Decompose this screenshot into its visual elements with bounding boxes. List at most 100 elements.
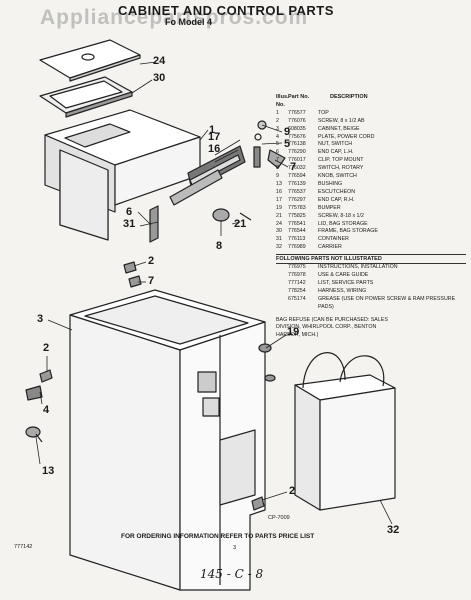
legend-part-no: 776017 [288,157,306,164]
legend-row: 30 776544 FRAME, BAG STORAGE [276,228,466,236]
legend-description: END CAP, L.H. [318,149,354,156]
legend-illus-no: 1 [276,109,279,116]
legend-illus-no: 8 [276,165,279,172]
legend-part-no: 776989 [288,244,306,251]
legend-header-part: Part No. [288,94,310,100]
legend-part-no: 775783 [288,204,306,211]
legend-description: GREASE (USE ON POWER SCREW & RAM PRESSUR… [318,295,456,310]
legend-part-no: 776541 [288,220,306,227]
legend-description: SCREW, 8-18 x 1/2 [318,212,364,219]
callout-30: 30 [153,72,166,84]
page-subtitle: Fo Model 4 [165,17,212,27]
not-illustrated-row: 776978 USE & CARE GUIDE [276,272,466,280]
legend-description: FRAME, BAG STORAGE [318,228,378,235]
legend-part-no: 776537 [288,188,306,195]
legend-header: Illus. No. Part No. DESCRIPTION [276,94,466,110]
legend-description: BUSHING [318,180,343,187]
legend-illus-no: 17 [276,196,282,203]
bag-storage-frame-drawing [39,76,133,118]
callout-7-lower: 7 [148,275,155,287]
legend-illus-no: 13 [276,180,282,187]
legend-description: INSTRUCTIONS, INSTALLATION [318,264,398,271]
not-illustrated-row: 777142 LIST, SERVICE PARTS [276,280,466,288]
not-illustrated-rows: 776975 INSTRUCTIONS, INSTALLATION 776978 US… [276,264,466,311]
callout-2-left: 2 [43,342,50,354]
carrier-bag-drawing [294,352,396,511]
legend-part-no: 776297 [288,196,306,203]
callout-6: 6 [126,206,133,218]
legend-illus-no: 4 [276,133,279,140]
legend-spacer [276,296,288,312]
legend-part-no: 776975 [288,264,306,271]
legend-illus-no: 2 [276,117,279,124]
legend-part-no: 776594 [288,173,306,180]
legend-row: 13 776139 BUSHING [276,181,466,189]
legend-description: LID, BAG STORAGE [318,220,368,227]
legend-part-no: 776978 [288,272,306,279]
legend-row: 17 776297 END CAP, R.H. [276,197,466,205]
cp-code: CP-7009 [268,515,290,521]
bumper-drawing [258,343,276,382]
legend-description: CONTAINER [318,236,349,243]
legend-part-no: 776577 [288,109,306,116]
page-title: CABINET AND CONTROL PARTS [118,3,334,18]
legend-description: CARRIER [318,244,342,251]
legend-part-no: 776138 [288,141,306,148]
legend-part-no: 776139 [288,180,306,187]
callout-7: 7 [290,161,297,173]
legend-description: CLIP, TOP MOUNT [318,157,364,164]
not-illustrated-header: FOLLOWING PARTS NOT ILLUSTRATED [276,254,466,265]
callout-8: 8 [216,240,223,252]
legend-part-no: 776113 [288,236,306,243]
legend-part-no: 776544 [288,228,306,235]
legend-illus-no: 6 [276,149,279,156]
legend-illus-no: 30 [276,228,282,235]
legend-description: END CAP, R.H. [318,196,355,203]
callout-32: 32 [387,524,400,536]
legend-illus-no: 7 [276,157,279,164]
callout-9: 9 [284,126,291,138]
legend-row: 24 776541 LID, BAG STORAGE [276,221,466,229]
callout-5: 5 [284,138,291,150]
leader-lines [35,61,393,525]
callout-24: 24 [153,55,166,67]
legend-description: NUT, SWITCH [318,141,353,148]
legend-description: PLATE, POWER CORD [318,133,375,140]
legend-part-no: 608035 [288,125,306,132]
callout-31: 31 [123,218,136,230]
legend-part-no: 776032 [288,165,306,172]
legend-part-no: 777142 [288,279,306,286]
cabinet-top-drawing [44,109,201,241]
legend-header-desc: DESCRIPTION [330,94,368,100]
legend-illus-no: 3 [276,125,279,132]
callout-1: 1 [209,124,216,136]
legend-illus-no: 24 [276,220,282,227]
legend-illus-no: 16 [276,188,282,195]
bag-refuse-note: BAG REFUSE (CAN BE PURCHASED: SALES DIVI… [276,316,388,339]
end-cap-drawing [149,205,159,243]
callout-17: 17 [208,131,221,143]
legend-part-no: 675174 [288,295,306,302]
legend-description: SWITCH, ROTARY [318,165,364,172]
legend-row: 32 776989 CARRIER [276,244,466,252]
handwritten-note: 145 - C - 8 [200,567,264,581]
legend-row: 7 776017 CLIP, TOP MOUNT [276,157,466,165]
callout-2-upper: 2 [148,255,155,267]
legend-spacer [276,264,288,272]
legend-part-no: 775825 [288,212,306,219]
legend-description: LIST, SERVICE PARTS [318,279,374,286]
legend-illus-no: 32 [276,244,282,251]
legend-description: USE & CARE GUIDE [318,272,369,279]
legend-spacer [276,288,288,296]
